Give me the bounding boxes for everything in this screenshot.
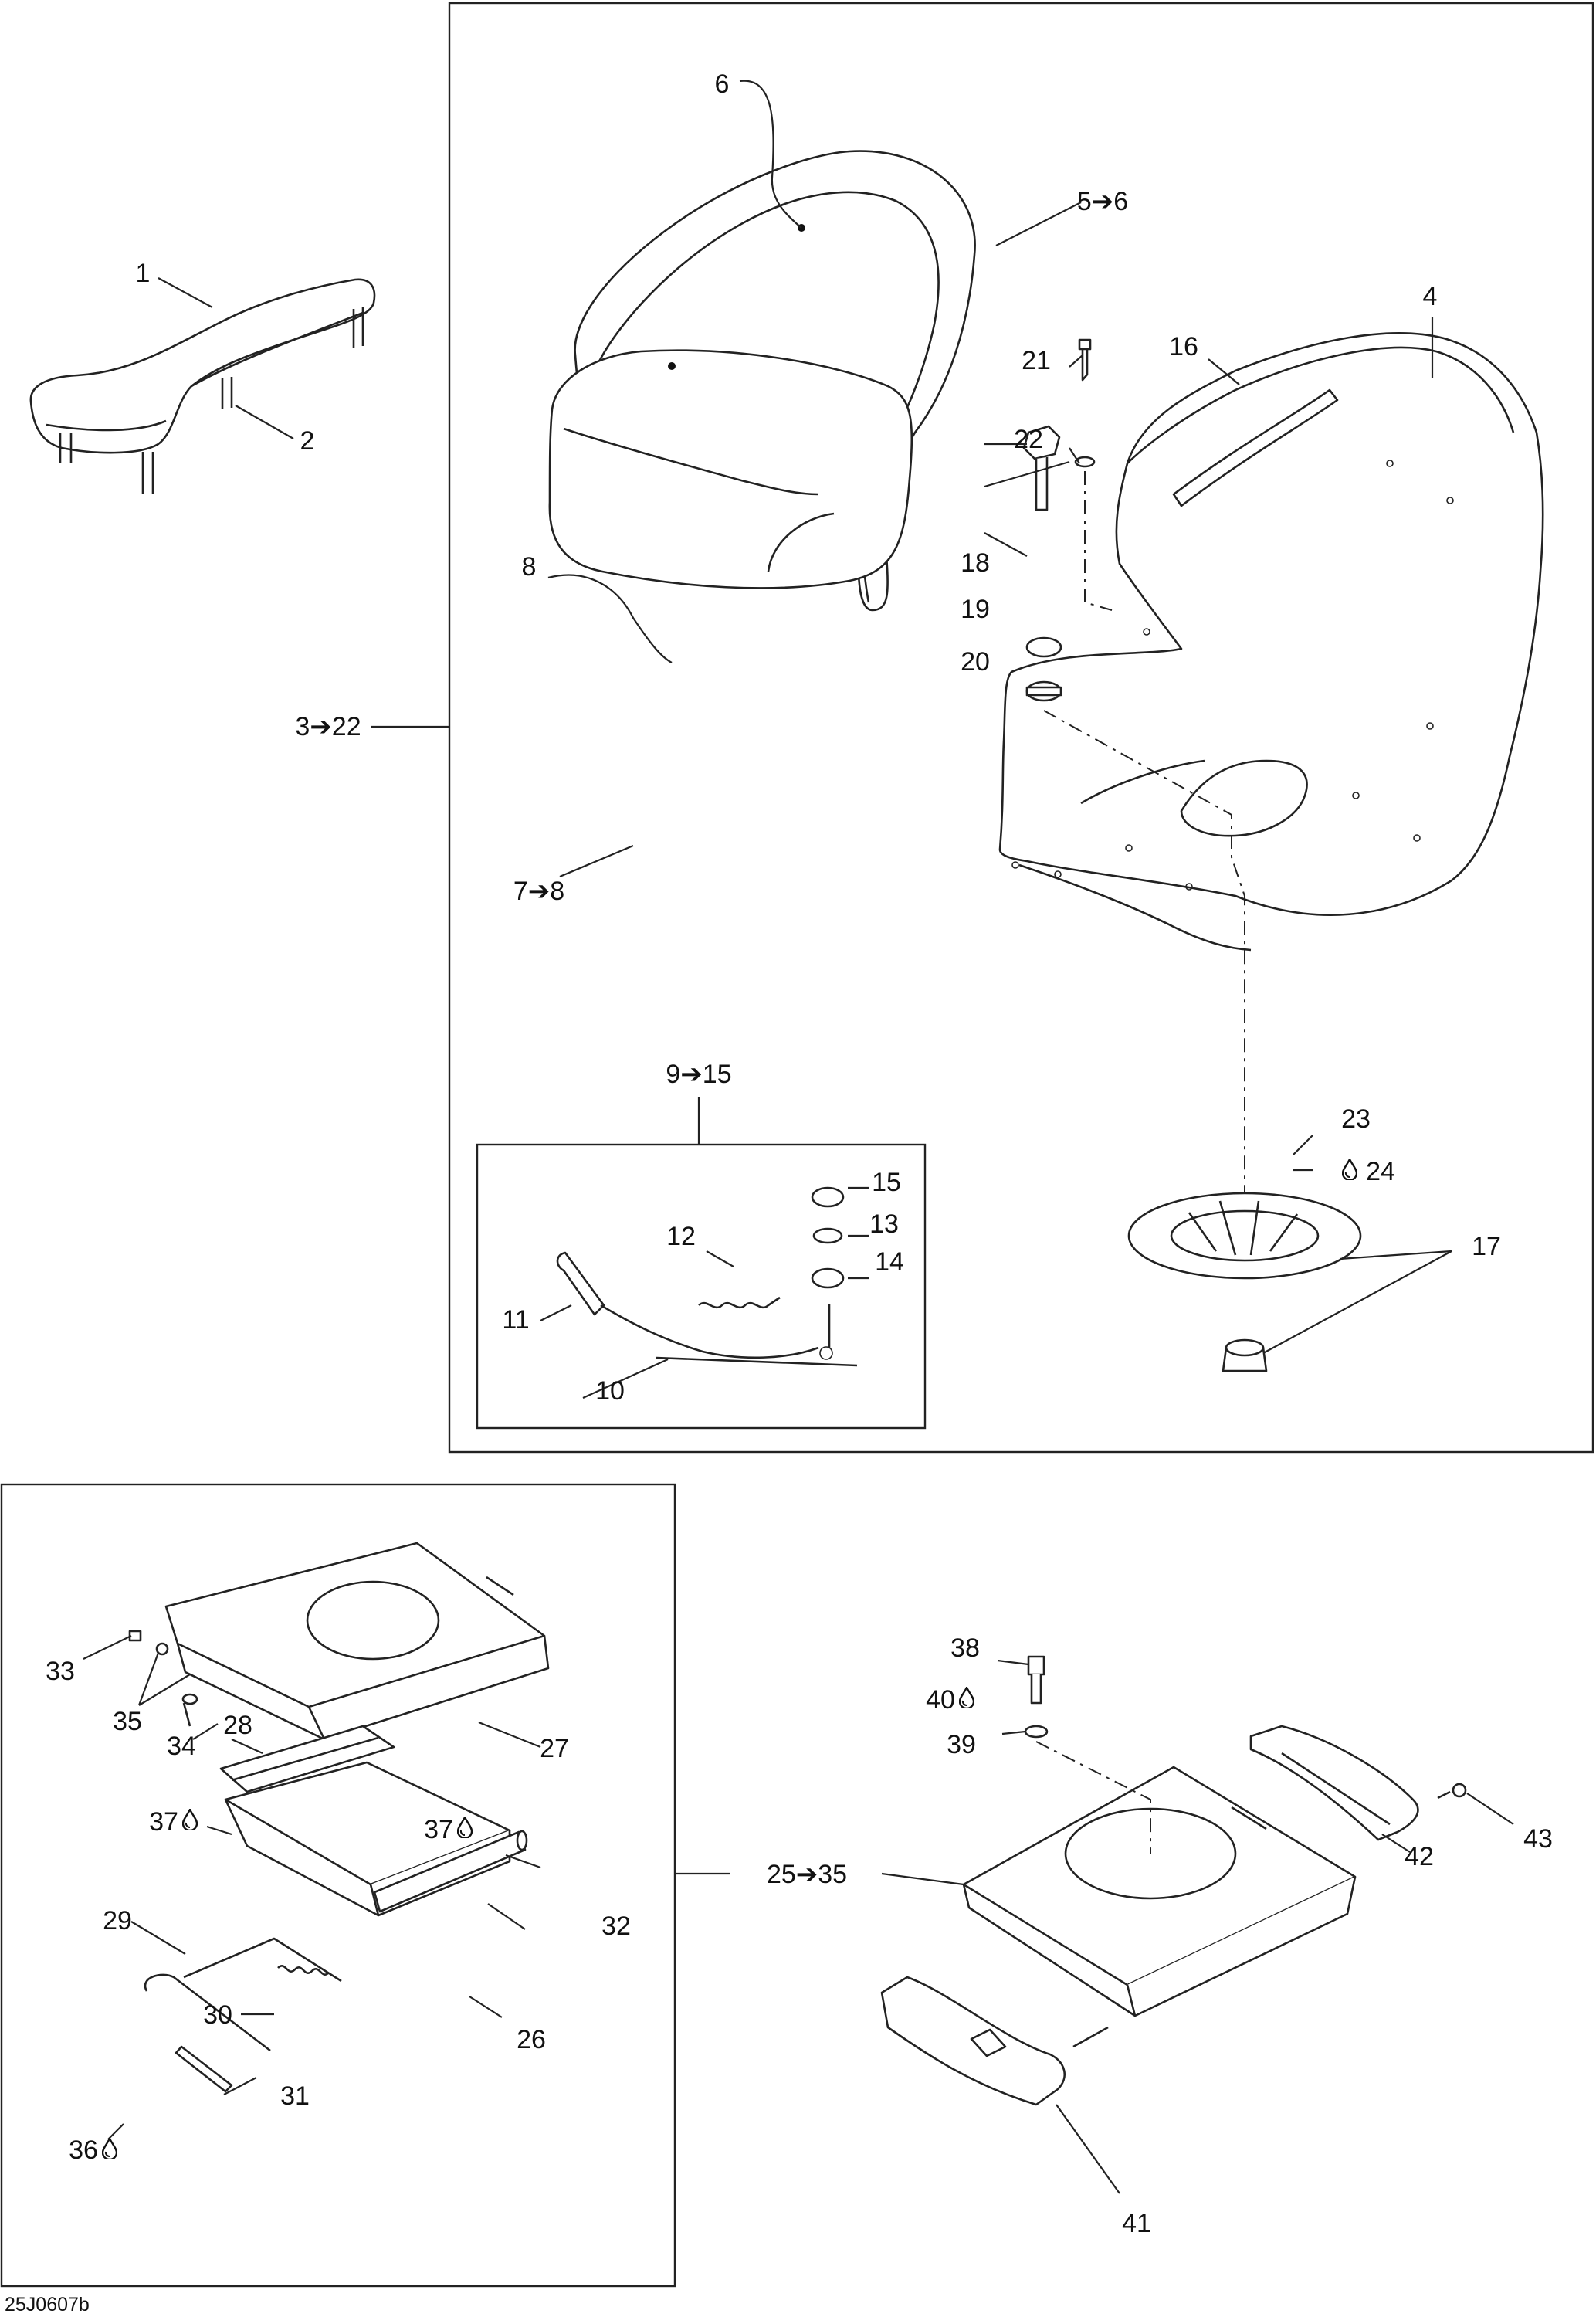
part-41-side-cover [880, 1976, 1109, 2106]
callout-32: 32 [601, 1912, 631, 1941]
callout-24: 24 [1366, 1157, 1395, 1186]
parts-13-15-nuts [811, 1186, 845, 1348]
callout-10: 10 [595, 1376, 625, 1406]
callout-13: 13 [869, 1209, 899, 1239]
part-42-side-cover [1249, 1725, 1419, 1841]
callout-12: 12 [666, 1222, 696, 1251]
callout-9-15: 9➔15 [666, 1060, 731, 1089]
callout-26: 26 [517, 2025, 546, 2054]
callout-15: 15 [872, 1168, 901, 1197]
callout-1: 1 [136, 259, 151, 288]
lever-kit-frame [476, 1143, 927, 1430]
callout-3-22: 3➔22 [295, 712, 361, 741]
callout-30: 30 [203, 2000, 232, 2030]
callout-31: 31 [280, 2081, 310, 2111]
callout-37a: 37 [149, 1807, 178, 1837]
callout-23: 23 [1341, 1104, 1371, 1134]
callout-34: 34 [167, 1732, 196, 1761]
assembly-centerlines [1035, 471, 1245, 1854]
part-11-lever [556, 1251, 858, 1367]
callout-38: 38 [950, 1633, 980, 1663]
callout-37b-group: 37 [424, 1815, 473, 1844]
part-27-slide-plate [164, 1542, 550, 1741]
callout-37b: 37 [424, 1815, 453, 1844]
part-25-assembly-plate [962, 1766, 1357, 2017]
part-30-spring [277, 1965, 330, 1976]
drop-icon [102, 2138, 117, 2159]
callout-40-group: 40 [926, 1685, 974, 1715]
callout-35: 35 [113, 1707, 142, 1736]
callout-25-35: 25➔35 [767, 1860, 847, 1889]
part-4-seat-shell [998, 332, 1544, 952]
callout-36: 36 [69, 2136, 98, 2165]
callout-18: 18 [961, 548, 990, 578]
callout-14: 14 [875, 1247, 904, 1277]
drop-icon [182, 1809, 198, 1830]
lower-assembly-frame [0, 1483, 676, 2288]
callout-labels: 1 2 3➔22 4 5➔6 6 7➔8 8 9➔15 10 11 12 13 … [46, 70, 1553, 2238]
callout-27: 27 [540, 1734, 569, 1763]
callout-5-6: 5➔6 [1077, 187, 1128, 216]
callout-16: 16 [1169, 332, 1198, 361]
callout-2: 2 [300, 426, 315, 456]
callout-11: 11 [502, 1305, 529, 1335]
parts-33-35-hardware [128, 1630, 198, 1727]
callout-43: 43 [1523, 1824, 1553, 1854]
callout-6: 6 [715, 70, 730, 99]
callout-4: 4 [1423, 282, 1438, 311]
callout-36-group: 36 [69, 2136, 117, 2165]
part-12-spring [698, 1296, 781, 1309]
callout-42: 42 [1405, 1842, 1434, 1871]
callout-39: 39 [947, 1730, 976, 1759]
callout-33: 33 [46, 1657, 75, 1686]
drop-icon [959, 1687, 974, 1708]
callout-17: 17 [1472, 1232, 1501, 1261]
callout-19: 19 [961, 595, 990, 624]
leader-lines [83, 80, 1514, 2194]
hardware-18-22 [1022, 338, 1096, 702]
drawing-code: 25J0607b [5, 2294, 90, 2315]
part-31-grip [175, 2045, 233, 2093]
callout-37a-group: 37 [149, 1807, 198, 1837]
part-29-lever [144, 1937, 342, 2052]
part-32-tube [373, 1830, 528, 1913]
callout-21: 21 [1022, 346, 1051, 375]
callout-41: 41 [1122, 2209, 1151, 2238]
part-1-cushion [29, 278, 376, 494]
callout-28: 28 [223, 1711, 252, 1740]
callout-22: 22 [1014, 425, 1043, 454]
callout-7-8: 7➔8 [513, 877, 564, 906]
callout-40: 40 [926, 1685, 955, 1715]
part-17-swivel-base [1127, 1192, 1362, 1372]
drop-icon [1342, 1158, 1357, 1180]
parts-38-43-hardware [1024, 1655, 1467, 1800]
callout-8: 8 [522, 552, 537, 582]
part-28-rail [219, 1725, 395, 1793]
callout-24-group: 24 [1342, 1157, 1395, 1186]
part-16-trim-strip [1172, 388, 1339, 507]
callout-29: 29 [103, 1906, 132, 1935]
callout-20: 20 [961, 647, 990, 677]
part-8-seat-cushion [548, 349, 913, 589]
